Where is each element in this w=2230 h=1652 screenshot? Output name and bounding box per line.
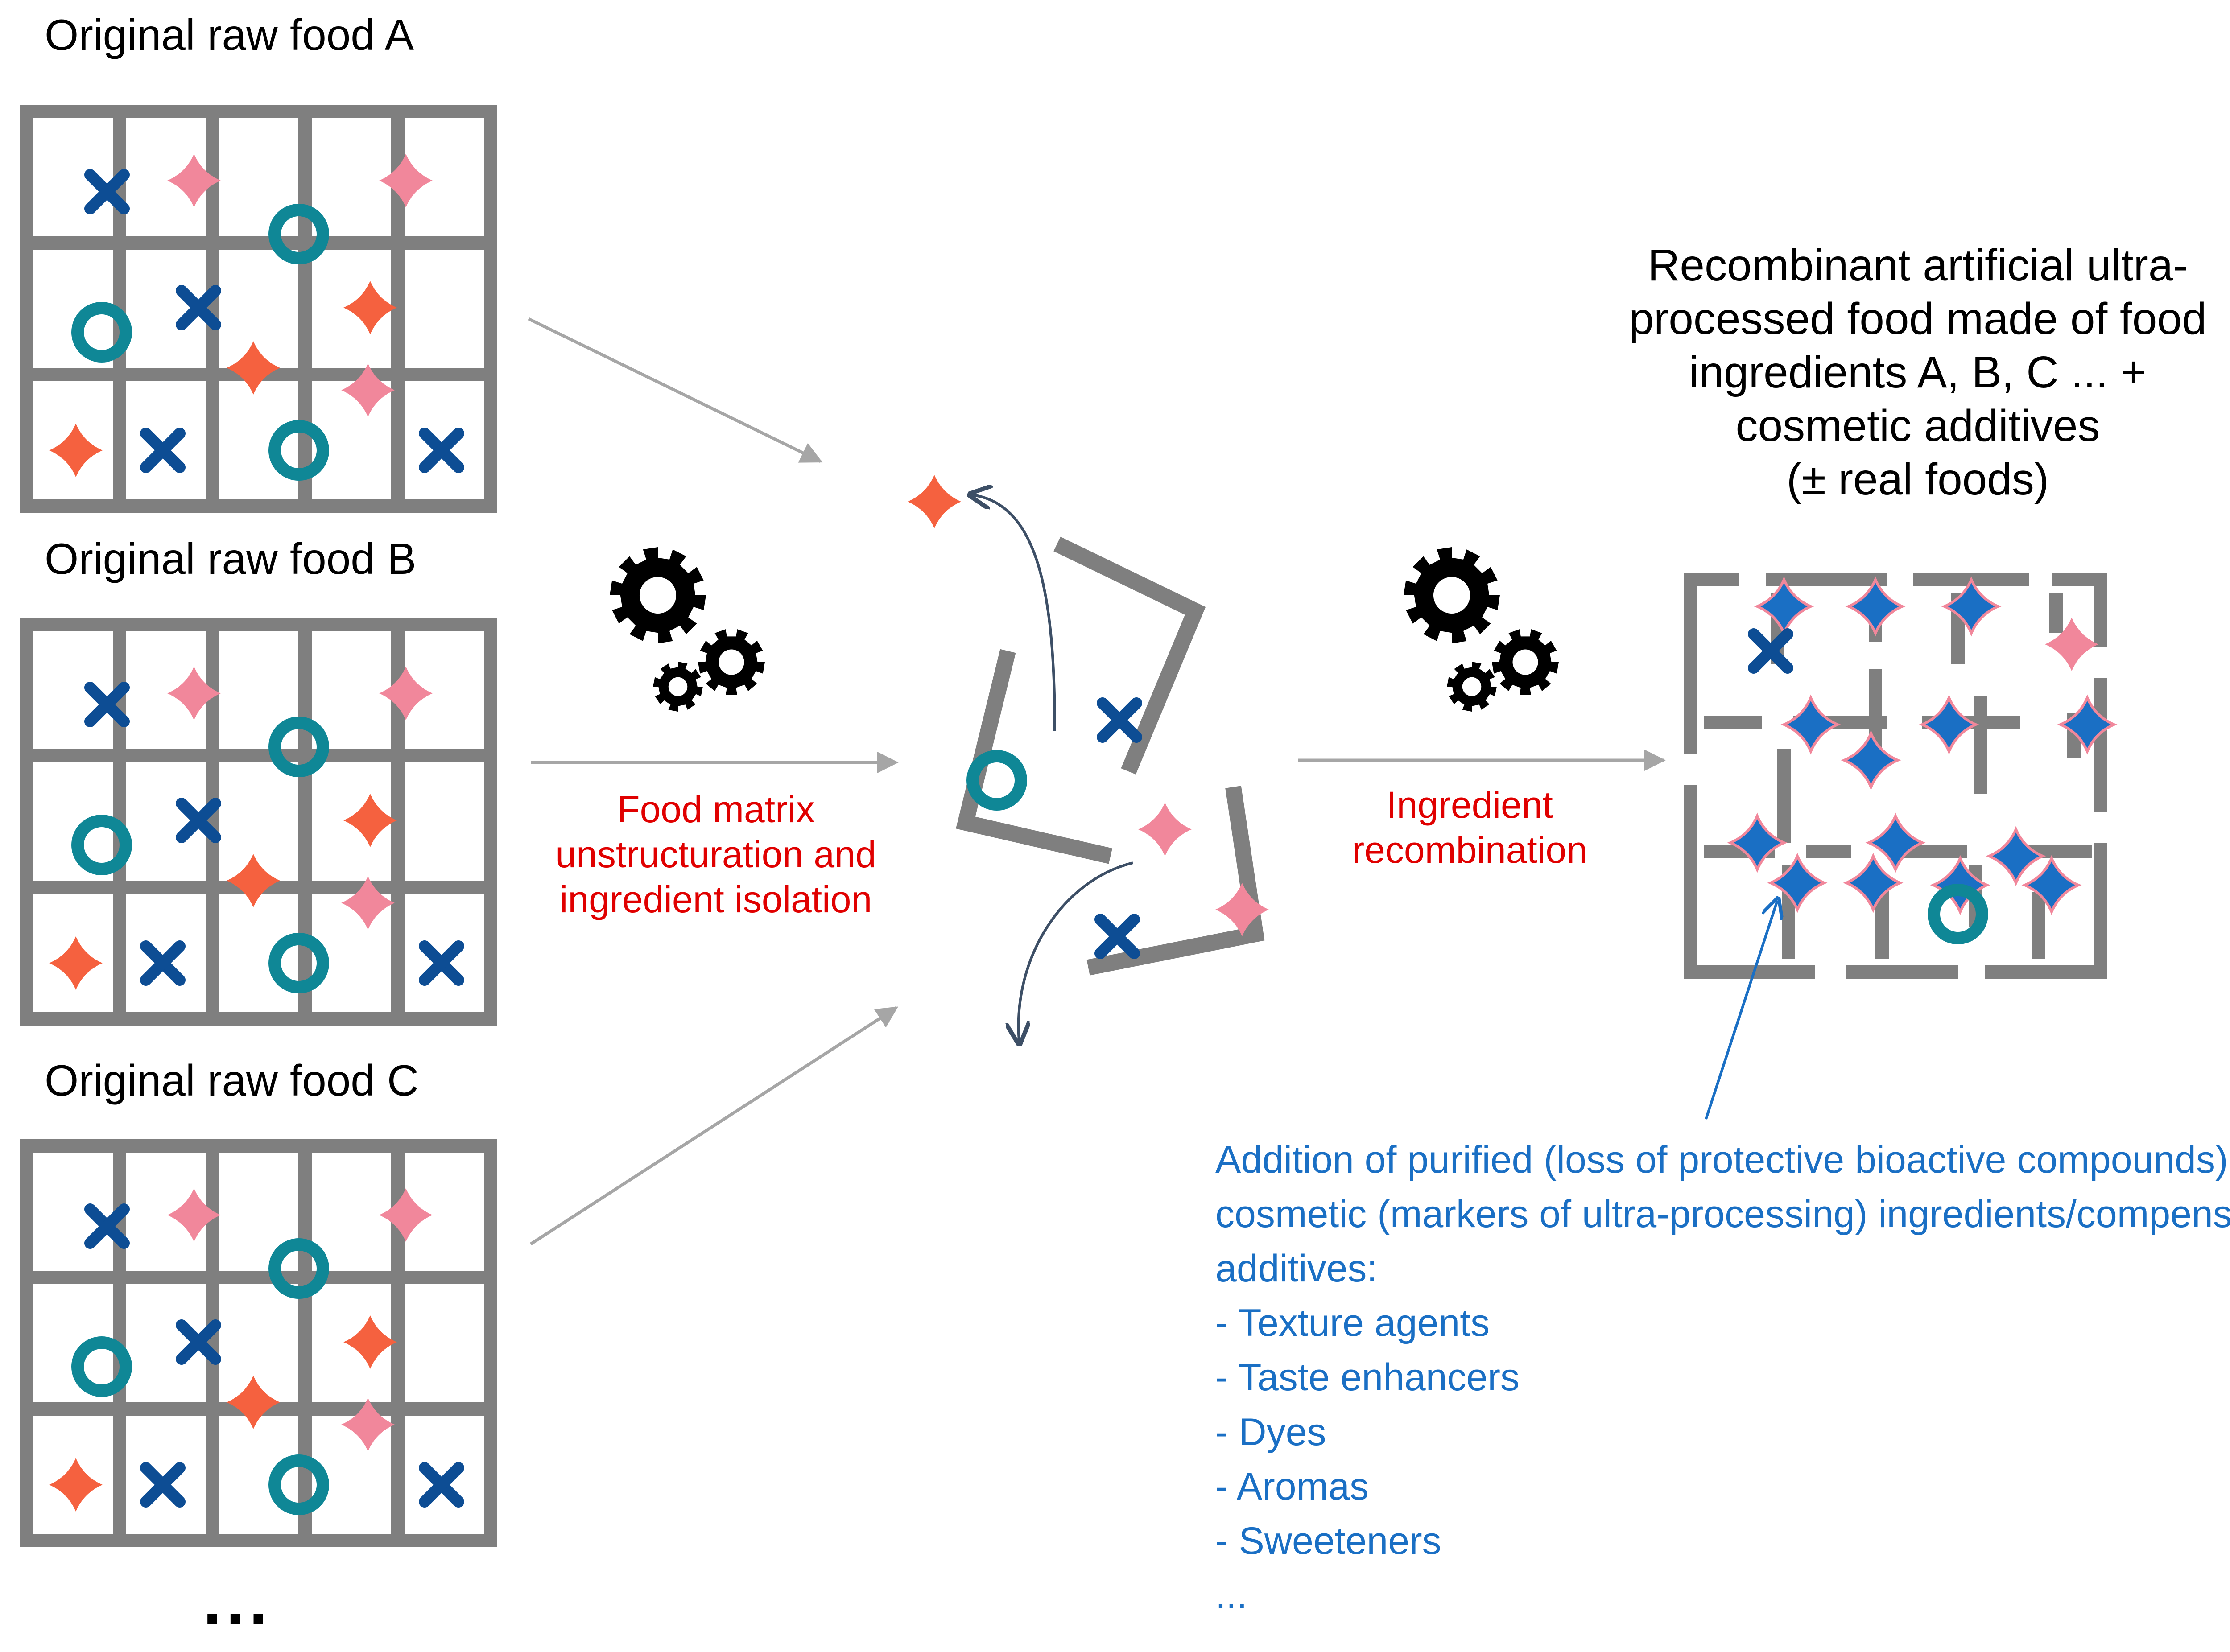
food-a-title: Original raw food A (45, 10, 414, 59)
grid-gap (1887, 571, 1913, 589)
curved-arrow-down (1019, 861, 1133, 1041)
ingredient-star-orange (227, 854, 280, 907)
ingredient-cross (425, 433, 458, 467)
gear-hole (1462, 677, 1482, 696)
additive-more: ... (1215, 1574, 1247, 1617)
unstructuration-line-1: Food matrix (617, 788, 815, 830)
additive-texture-agents: - Texture agents (1215, 1302, 1490, 1345)
isolated-star-orange (908, 475, 961, 528)
additive-star-blue (1730, 816, 1784, 869)
additive-star-blue (1989, 829, 2043, 883)
gear-hole (719, 649, 744, 675)
arrow-food-a (528, 317, 823, 463)
ingredient-star-orange (343, 281, 397, 334)
gears-icon-recombination (1404, 547, 1559, 712)
gear-hole (1433, 577, 1470, 614)
ingredient-star-orange (49, 936, 103, 990)
additive-star-blue (1922, 698, 1976, 751)
grid-gap (2092, 812, 2110, 843)
isolated-cross-bottom (1100, 919, 1134, 953)
gear-hole (668, 677, 688, 696)
more-foods-ellipsis: ... (203, 1563, 273, 1638)
additive-sweeteners: - Sweeteners (1215, 1519, 1441, 1562)
additive-aromas: - Aromas (1215, 1465, 1369, 1508)
matrix-fragment-top (1053, 536, 1206, 775)
ingredient-star-orange (343, 1315, 397, 1369)
additives-line-3: additives: (1215, 1247, 1378, 1290)
ingredient-star-orange (49, 424, 103, 477)
gears-icon-unstructuration (610, 547, 765, 712)
additives-pointer-arrow (1705, 901, 1777, 1120)
additives-line-2: cosmetic (markers of ultra-processing) i… (1215, 1193, 2230, 1236)
food-grid-c (20, 1139, 497, 1547)
additives-description: Addition of purified (loss of protective… (1215, 1133, 2230, 1623)
grid-frame (20, 618, 497, 1026)
grid-gap (1958, 963, 1985, 981)
grid-gap (2092, 647, 2110, 678)
ingredient-star-orange (227, 341, 280, 395)
ingredient-cross (425, 1468, 458, 1502)
recombinant-line-3: ingredients A, B, C ... + (1689, 347, 2147, 397)
grid-gap (1739, 571, 1766, 589)
additive-star-blue (1844, 733, 1898, 787)
additive-star-blue (1784, 698, 1838, 751)
recombination-label: Ingredient recombination (1352, 783, 1587, 873)
gear-hole (639, 577, 677, 614)
grid-frame (20, 105, 497, 513)
broken-matrix (956, 536, 1265, 976)
recombinant-food-description: Recombinant artificial ultra- processed … (1629, 239, 2206, 506)
ingredient-cross (146, 433, 180, 467)
ingredient-star-orange (49, 1458, 103, 1512)
additives-line-1: Addition of purified (loss of protective… (1215, 1138, 2230, 1181)
recombinant-line-4: cosmetic additives (1735, 401, 2100, 451)
ingredient-star-pink (379, 1188, 433, 1242)
additive-dyes: - Dyes (1215, 1410, 1326, 1454)
matrix-fragment-left (956, 649, 1113, 864)
isolated-star-pink-center (1138, 803, 1192, 856)
additive-taste-enhancers: - Taste enhancers (1215, 1356, 1520, 1399)
food-b-title: Original raw food B (45, 534, 417, 583)
ingredient-cross (146, 1468, 180, 1502)
recombinant-food-grid (1681, 571, 2114, 981)
unstructuration-line-3: ingredient isolation (559, 878, 872, 920)
matrix-fragment-right (1086, 786, 1265, 976)
unstructuration-label: Food matrix unstructuration and ingredie… (555, 787, 876, 922)
ingredient-cross (146, 946, 180, 980)
ingredient-star-orange (227, 1376, 280, 1429)
grid-frame (20, 1139, 497, 1547)
ingredient-star-orange (343, 794, 397, 847)
ingredient-cross (425, 946, 458, 980)
isolated-cross-top (1103, 703, 1136, 737)
recombinant-line-5: (± real foods) (1786, 454, 2049, 504)
unstructuration-line-2: unstructuration and (555, 833, 876, 875)
ingredient-star-pink (379, 154, 433, 207)
food-c-title: Original raw food C (45, 1056, 419, 1105)
recombination-line-2: recombination (1352, 828, 1587, 871)
recombinant-line-1: Recombinant artificial ultra- (1648, 240, 2188, 290)
ingredient-star-pink (379, 667, 433, 720)
grid-gap (1815, 963, 1846, 981)
recombinant-line-2: processed food made of food (1629, 294, 2207, 344)
gear-hole (1512, 649, 1538, 675)
additive-star-blue (1771, 856, 1824, 910)
curved-arrow-up (972, 495, 1056, 732)
recombination-line-1: Ingredient (1386, 784, 1553, 826)
grid-gap (1681, 754, 1699, 785)
food-grid-b (20, 618, 497, 1026)
arrow-food-c (530, 1006, 899, 1245)
food-grid-a (20, 105, 497, 513)
grid-gap (2029, 571, 2052, 589)
